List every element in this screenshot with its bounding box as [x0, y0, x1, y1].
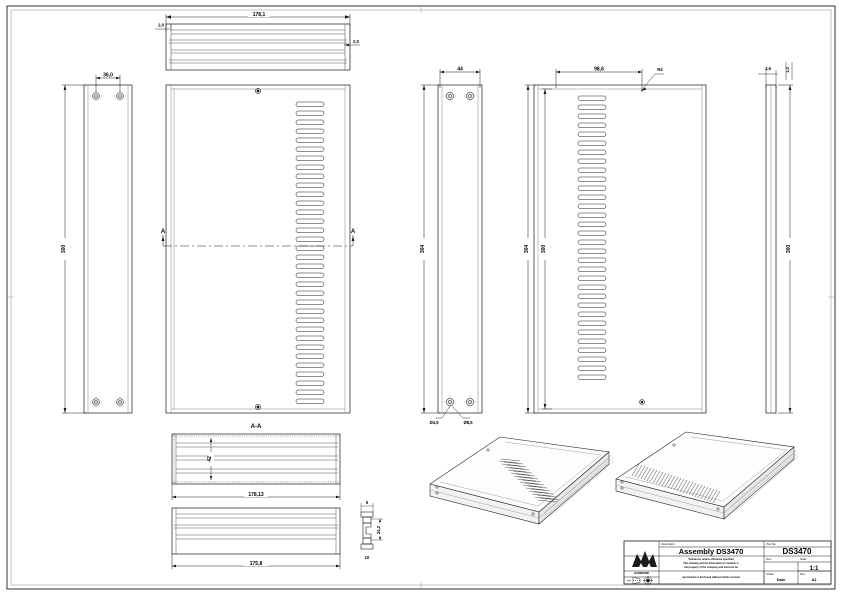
note-line-2: This drawing and the information it cont…: [683, 562, 739, 565]
title-block: HAMMOND Description Assembly DS3470 Part…: [623, 540, 832, 585]
mountain-peaks-logo: [632, 551, 657, 567]
section-hatching: [172, 434, 340, 484]
dimension-98-6: [555, 69, 643, 92]
dimension-label-plate-outer-height: 304: [524, 245, 530, 254]
dimension-2-0-right: [344, 43, 360, 47]
dimension-label-detail-height: 24,2: [376, 525, 381, 534]
dimension-label-end-height: 304: [420, 245, 426, 254]
dimension-label-left-height: 300: [61, 245, 67, 254]
drawn-field-value: Date: [777, 577, 786, 582]
radius-callout-leader: [640, 73, 664, 92]
scale-field-label: Scale: [800, 557, 807, 561]
callout-label-radius: R4: [657, 67, 663, 72]
section-a-a-title: A-A: [251, 424, 262, 430]
rail-detail-view: 6 24,2 10: [360, 500, 383, 560]
callout-label-diameter-1: Ø4,5: [429, 420, 439, 425]
scale-field-value: 1:1: [810, 566, 819, 572]
size-field-label: Size: [800, 572, 806, 576]
dimension-label-section-width: 178,13: [248, 492, 264, 498]
top-extrusion-profile-view: 178,1 2,0 2,0: [155, 11, 360, 71]
dimension-label-right-thickness: 2,0: [353, 39, 359, 44]
dimension-label-cover-edge: 1,0: [785, 66, 790, 72]
first-angle-projection-icon: [627, 576, 653, 585]
size-field-value: A1: [811, 577, 817, 582]
hole-centerlines-end: [444, 90, 476, 408]
dimension-label-plate-width: 98,6: [594, 67, 604, 73]
section-line-a-a: [161, 235, 355, 247]
dimension-44: [439, 69, 481, 88]
dimension-36-0: [95, 75, 121, 92]
section-marker-a-right: A: [351, 229, 356, 235]
section-marker-a-left: A: [161, 229, 166, 235]
rev-field-label: Rev.: [767, 557, 772, 561]
section-a-a-view: A-A 42: [171, 424, 341, 500]
isometric-view-right: [615, 431, 800, 520]
note-line-3: the property of the company and must not…: [684, 566, 738, 569]
note-line-1: Tolerances unless otherwise specified: [688, 558, 734, 561]
dimension-2-0-left: [155, 24, 172, 31]
callout-label-diameter-2: Ø8,5: [463, 420, 473, 425]
bottom-extrusion-profile-view: 175,8: [171, 507, 341, 569]
dimension-label-bottom-width: 175,8: [250, 561, 263, 567]
diameter-callout-leaders: [436, 405, 470, 419]
front-view-screws: [255, 88, 261, 410]
note-line-4: reproduced or disclosed without written …: [682, 576, 740, 579]
thin-cover-view: 4,6 1,0 300: [758, 62, 793, 414]
dimension-label-section-height: 42: [207, 456, 213, 462]
ventilation-slots-front: [295, 101, 325, 404]
part-no-field-label: Part No.: [767, 542, 777, 546]
dimension-label-end-width: 44: [457, 67, 463, 73]
dimension-label-cover-thickness: 4,6: [765, 66, 771, 71]
description-field-label: Description: [662, 542, 676, 546]
dimension-label-cover-height: 300: [786, 245, 792, 254]
description-field-value: Assembly DS3470: [679, 547, 744, 556]
dimension-4-6: [758, 70, 778, 88]
end-panel-view: 44 304 Ø4,5 Ø8,5: [420, 65, 483, 425]
isometric-view-left: [429, 436, 615, 525]
left-side-panel-view: 36,0 300: [61, 71, 133, 414]
perforated-plate-view: 98,6 R4 304 300: [524, 65, 707, 414]
dimension-label-plate-inner-height: 300: [541, 245, 547, 254]
brand-label: HAMMOND: [634, 571, 649, 575]
ventilation-slots-plate: [577, 95, 607, 380]
part-no-field-value: DS3470: [783, 547, 812, 556]
dimension-label-top-width: 178,1: [253, 12, 266, 18]
front-main-view: A A: [161, 84, 356, 414]
drawn-field-label: Drawn: [767, 572, 775, 576]
dimension-label-detail-top: 6: [366, 500, 369, 505]
dimension-1-0-ext: [785, 62, 793, 80]
frame-center-marks: [7, 6, 835, 589]
dimension-label-detail-bottom: 10: [365, 555, 370, 560]
plate-screws: [639, 399, 645, 405]
dimension-label-left-thickness: 2,0: [158, 23, 164, 28]
dimension-label-hole-spacing: 36,0: [103, 73, 113, 79]
